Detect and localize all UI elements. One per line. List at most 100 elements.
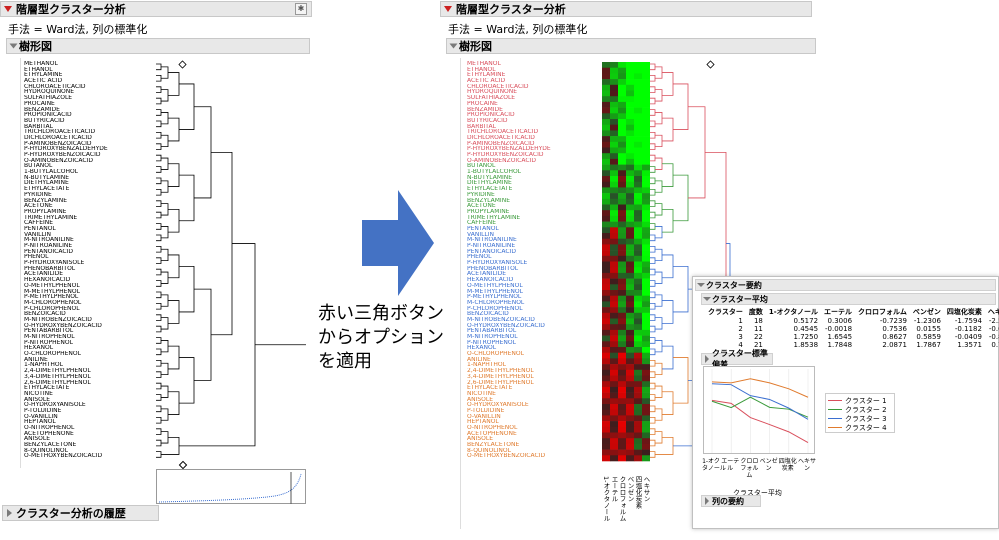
heatmap-cell	[610, 255, 619, 262]
dendrogram-branch	[662, 72, 674, 96]
arrow-caption-line-3: を適用	[318, 351, 372, 372]
row-label: M-NITROPHENOL	[467, 334, 518, 340]
heatmap-cell	[634, 409, 643, 416]
heatmap-cell	[602, 181, 611, 188]
row-label: O-VANILLIN	[24, 413, 58, 420]
row-label: 1-BUTYLALCOHOL	[24, 169, 79, 175]
heatmap-cell	[618, 181, 627, 188]
disclosure-icon[interactable]	[9, 43, 18, 49]
chart-x-label: エーテ ル	[721, 458, 740, 472]
dendrogram-branch	[161, 271, 169, 284]
chart-x-label: 四塩化 炭素	[778, 458, 797, 472]
cluster-summary-header[interactable]: クラスター要約	[695, 279, 996, 291]
heatmap-cell	[610, 272, 619, 279]
row-label: P-CHLOROPHENOL	[467, 305, 523, 312]
heatmap-cell	[602, 130, 611, 137]
pin-icon[interactable]: ✱	[295, 3, 307, 15]
heatmap-cell	[626, 307, 635, 314]
left-report: 階層型クラスター分析 ✱ 手法 = Ward法, 列の標準化 樹形図 METHA…	[0, 0, 312, 529]
heatmap-column-label: エーテル	[610, 476, 618, 502]
heatmap-cell	[642, 369, 650, 376]
heatmap-cell	[610, 221, 619, 228]
cluster-mean-header[interactable]: クラスター平均	[701, 293, 996, 305]
heatmap-cell	[618, 244, 627, 251]
heatmap-cell	[626, 438, 635, 445]
dendrogram-branch	[156, 234, 162, 242]
dendrogram-branch	[156, 109, 162, 116]
dendrogram-branch	[161, 340, 169, 353]
heatmap-cell	[618, 73, 627, 80]
collapsed-disclosure-icon[interactable]	[705, 355, 709, 363]
red-triangle-menu-icon[interactable]	[4, 6, 12, 12]
heatmap-cell	[602, 335, 611, 342]
disclosure-icon[interactable]	[703, 297, 711, 301]
heatmap-cell	[626, 398, 635, 405]
dendrogram-branch	[156, 223, 162, 230]
heatmap-cell	[626, 284, 635, 291]
disclosure-icon[interactable]	[449, 43, 458, 49]
row-label: SULFATHIAZOLE	[467, 95, 516, 101]
heatmap-cell	[642, 301, 650, 308]
collapsed-disclosure-icon[interactable]	[7, 509, 12, 517]
right-report-header[interactable]: 階層型クラスター分析	[440, 1, 812, 17]
heatmap-cell	[602, 164, 611, 171]
collapsed-disclosure-icon[interactable]	[705, 497, 709, 505]
table-cell: 3	[738, 333, 743, 341]
row-label: HEXANOL	[24, 345, 54, 352]
heatmap-cell	[602, 290, 611, 296]
legend-label: クラスター 1	[845, 396, 887, 405]
dendrogram-branch	[662, 208, 674, 233]
row-label: ETHANOL	[24, 66, 53, 73]
row-label: PROPYLAMINE	[24, 208, 67, 215]
dendrogram-branch	[650, 417, 656, 424]
red-triangle-menu-icon[interactable]	[444, 6, 452, 12]
dendrogram-branch	[673, 357, 689, 404]
dendrogram-branch	[650, 439, 656, 447]
heatmap-cell	[626, 386, 635, 393]
heatmap-cell	[634, 124, 643, 131]
dendrogram-branch	[650, 303, 656, 310]
dendrogram-branch	[673, 265, 689, 313]
dendrogram-branch	[662, 300, 674, 324]
left-dendrogram-header[interactable]: 樹形図	[6, 38, 310, 54]
disclosure-icon[interactable]	[697, 283, 705, 287]
arrow-shape	[362, 190, 434, 296]
heatmap-cell	[602, 147, 611, 154]
heatmap-cell	[626, 335, 635, 342]
heatmap-cell	[634, 141, 643, 148]
heatmap-cell	[634, 198, 643, 205]
heatmap-cell	[626, 358, 635, 365]
heatmap-cell	[642, 73, 650, 80]
heatmap-cell	[634, 295, 643, 302]
heatmap-cell	[618, 307, 627, 314]
column-summary-header[interactable]: 列の要約	[701, 495, 761, 507]
row-label: PYRIDINE	[467, 191, 495, 198]
heatmap-cell	[602, 318, 611, 325]
dendrogram-branch	[650, 337, 656, 344]
heatmap-cell	[610, 181, 619, 188]
heatmap-cell	[618, 193, 627, 200]
row-label: BARBITAL	[24, 123, 53, 130]
heatmap-cell	[626, 158, 635, 165]
heatmap-cell	[634, 369, 643, 376]
table-cell: -0.7239	[879, 317, 907, 325]
heatmap-cell	[642, 193, 650, 200]
heatmap-cell	[626, 96, 635, 103]
cluster-mean-line-chart	[703, 366, 815, 454]
row-label: HEPTANOL	[24, 419, 56, 425]
heatmap-cell	[642, 318, 650, 325]
cluster-history-header[interactable]: クラスター分析の履歴	[2, 505, 159, 521]
row-label: HEXANOICACID	[24, 277, 71, 283]
left-report-header[interactable]: 階層型クラスター分析 ✱	[0, 1, 312, 17]
right-dendrogram-header[interactable]: 樹形図	[446, 38, 816, 54]
legend-swatch	[828, 427, 842, 428]
heatmap-column-label: ベンゼン	[626, 476, 634, 502]
heatmap-cell	[642, 443, 650, 450]
heatmap-cell	[610, 233, 619, 239]
heatmap-cell	[642, 227, 650, 234]
cluster-sd-header[interactable]: クラスター標準偏差	[701, 349, 773, 369]
heatmap-cell	[634, 113, 643, 120]
dendrogram-branch	[655, 89, 663, 102]
dendrogram-branch	[156, 280, 162, 287]
